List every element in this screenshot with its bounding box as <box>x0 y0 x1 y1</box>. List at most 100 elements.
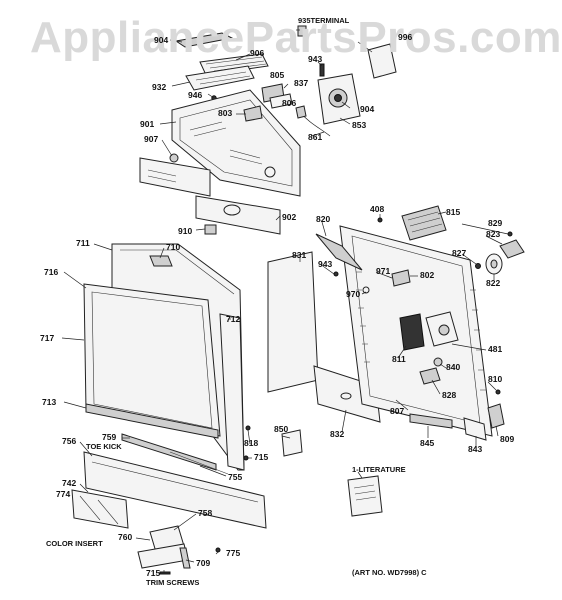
note-toe-kick: TOE KICK <box>86 442 122 451</box>
callout-labels: 904 906 932 946 901 803 907 996 943 805 … <box>40 32 514 578</box>
part-823 <box>499 239 525 259</box>
part-996-label <box>367 43 397 79</box>
callout-811: 811 <box>392 354 406 364</box>
part-1-literature <box>347 475 383 517</box>
callout-902: 902 <box>282 212 296 222</box>
part-716-door-panel <box>83 283 221 437</box>
callout-712: 712 <box>226 314 240 324</box>
callout-970: 970 <box>346 289 360 299</box>
callout-711: 711 <box>76 238 90 248</box>
callout-822: 822 <box>486 278 500 288</box>
callout-820: 820 <box>316 214 330 224</box>
callout-807: 807 <box>390 406 404 416</box>
callout-910: 910 <box>178 226 192 236</box>
callout-828: 828 <box>442 390 456 400</box>
callout-775: 775 <box>226 548 240 558</box>
callout-806: 806 <box>282 98 296 108</box>
callout-713: 713 <box>42 397 56 407</box>
note-color-insert: COLOR INSERT <box>46 539 103 548</box>
part-803 <box>243 105 263 122</box>
part-827-screw <box>475 263 481 269</box>
callout-943-door: 943 <box>318 259 332 269</box>
note-trim-screws: TRIM SCREWS <box>146 578 199 587</box>
part-829 <box>507 231 513 237</box>
outer-door-group <box>83 243 251 471</box>
part-815-vent <box>401 205 447 241</box>
callout-853: 853 <box>352 120 366 130</box>
callout-832: 832 <box>330 429 344 439</box>
callout-861: 861 <box>308 132 322 142</box>
callout-837: 837 <box>294 78 308 88</box>
callout-717: 717 <box>40 333 54 343</box>
callout-943-top: 943 <box>308 54 322 64</box>
callout-840: 840 <box>446 362 460 372</box>
part-910-clip <box>204 224 217 235</box>
callout-805: 805 <box>270 70 284 80</box>
part-935-terminal <box>297 25 307 37</box>
part-715-trim-screws <box>159 571 171 575</box>
callout-715-trim: 715 <box>146 568 160 578</box>
note-literature: 1-LITERATURE <box>352 465 406 474</box>
callout-810: 810 <box>488 374 502 384</box>
callout-845: 845 <box>420 438 434 448</box>
callout-715-door: 715 <box>254 452 268 462</box>
callout-709: 709 <box>196 558 210 568</box>
part-775-screw <box>215 547 221 553</box>
part-818-screw <box>245 425 251 431</box>
part-943-screw <box>319 63 325 77</box>
callout-996: 996 <box>398 32 412 42</box>
part-843-hinge <box>463 417 487 441</box>
inner-door-group <box>267 205 525 441</box>
callout-904-top: 904 <box>154 35 168 45</box>
part-709 <box>179 547 191 569</box>
part-970 <box>362 286 370 294</box>
part-710 <box>149 255 173 267</box>
callout-818: 818 <box>244 438 258 448</box>
part-811-dispenser <box>399 313 425 351</box>
callout-408: 408 <box>370 204 384 214</box>
part-713-trim <box>85 403 219 439</box>
art-number: (ART NO. WD7998) C <box>352 568 427 577</box>
callout-760: 760 <box>118 532 132 542</box>
part-408-screw <box>377 217 383 223</box>
callout-756: 756 <box>62 436 76 446</box>
leader-lines <box>61 29 509 572</box>
part-943-screw-b <box>333 271 339 277</box>
callout-829: 829 <box>488 218 502 228</box>
callout-716: 716 <box>44 267 58 277</box>
part-806 <box>269 93 293 109</box>
part-802 <box>391 269 411 287</box>
callout-831: 831 <box>292 250 306 260</box>
callout-971: 971 <box>376 266 390 276</box>
part-906-switch <box>199 53 269 76</box>
callout-904-timer: 904 <box>360 104 374 114</box>
note-labels: 935TERMINAL TOE KICK COLOR INSERT TRIM S… <box>46 16 427 587</box>
part-845 <box>409 413 453 429</box>
control-panel-group <box>139 25 397 235</box>
callout-827: 827 <box>452 248 466 258</box>
callout-758: 758 <box>198 508 212 518</box>
callout-932: 932 <box>152 82 166 92</box>
callout-850: 850 <box>274 424 288 434</box>
callout-823: 823 <box>486 229 500 239</box>
callout-901: 901 <box>140 119 154 129</box>
callout-907: 907 <box>144 134 158 144</box>
callout-481: 481 <box>488 344 502 354</box>
part-809-hinge <box>487 403 505 429</box>
part-828 <box>419 367 441 385</box>
part-904-clip <box>174 32 234 48</box>
callout-803: 803 <box>218 108 232 118</box>
callout-815: 815 <box>446 207 460 217</box>
part-850-bracket <box>281 429 303 457</box>
toe-kick-group <box>71 433 267 575</box>
callout-755: 755 <box>228 472 242 482</box>
part-831-insulation <box>267 251 319 393</box>
callout-843: 843 <box>468 444 482 454</box>
note-terminal: 935TERMINAL <box>298 16 350 25</box>
callout-802: 802 <box>420 270 434 280</box>
part-trim-strip <box>139 157 211 197</box>
part-932-housing <box>185 65 255 91</box>
part-742-color-insert <box>71 489 129 529</box>
